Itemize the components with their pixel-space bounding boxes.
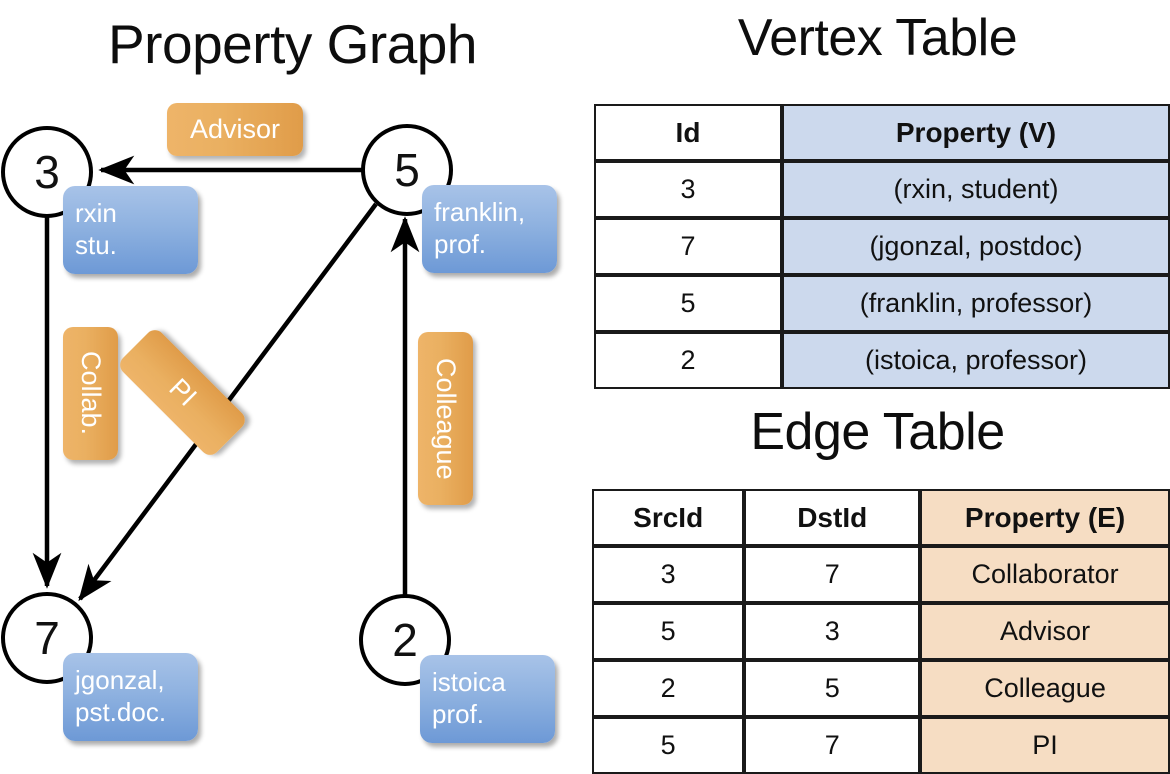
edge-header-srcid: SrcId xyxy=(592,489,745,546)
edge-cell-srcid: 5 xyxy=(592,603,745,660)
table-row: 2 (istoica, professor) xyxy=(594,332,1170,389)
edge-cell-dstid: 3 xyxy=(744,603,921,660)
node-property-box-2: istoica prof. xyxy=(420,655,555,743)
vertex-cell-property: (jgonzal, postdoc) xyxy=(782,218,1170,275)
vertex-cell-id: 2 xyxy=(594,332,782,389)
vertex-cell-property: (franklin, professor) xyxy=(782,275,1170,332)
edge-cell-srcid: 5 xyxy=(592,717,745,774)
node-property-box-7: jgonzal, pst.doc. xyxy=(63,653,198,741)
table-row: 3 (rxin, student) xyxy=(594,161,1170,218)
vertex-cell-property: (istoica, professor) xyxy=(782,332,1170,389)
edge-cell-srcid: 2 xyxy=(592,660,745,717)
edge-label-advisor: Advisor xyxy=(167,103,303,156)
node-property-line: prof. xyxy=(434,229,487,259)
edge-cell-dstid: 5 xyxy=(744,660,921,717)
vertex-cell-id: 5 xyxy=(594,275,782,332)
node-property-line: rxin xyxy=(75,198,117,229)
edge-cell-dstid: 7 xyxy=(744,717,921,774)
edge-cell-property: Collaborator xyxy=(920,546,1170,603)
page-title-property-graph: Property Graph xyxy=(107,13,478,75)
edge-cell-dstid: 7 xyxy=(744,546,921,603)
edge-header-dstid: DstId xyxy=(744,489,921,546)
section-title-vertex-table: Vertex Table xyxy=(737,9,1018,67)
table-row: 3 7 Collaborator xyxy=(592,546,1170,603)
table-header-row: SrcId DstId Property (E) xyxy=(592,489,1170,546)
edge-table: SrcId DstId Property (E) 3 7 Collaborato… xyxy=(592,489,1170,774)
graph-node-5[interactable]: 5 xyxy=(361,124,453,216)
vertex-table: Id Property (V) 3 (rxin, student) 7 (jgo… xyxy=(594,104,1170,389)
node-property-line: stu. xyxy=(75,230,117,260)
table-row: 5 7 PI xyxy=(592,717,1170,774)
node-property-line: istoica xyxy=(432,667,506,698)
vertex-cell-property: (rxin, student) xyxy=(782,161,1170,218)
node-property-box-3: rxin stu. xyxy=(63,186,198,274)
table-row: 5 3 Advisor xyxy=(592,603,1170,660)
table-row: 5 (franklin, professor) xyxy=(594,275,1170,332)
edge-cell-property: Advisor xyxy=(920,603,1170,660)
edge-label-collab: Collab. xyxy=(63,327,118,460)
node-property-box-5: franklin, prof. xyxy=(422,185,557,273)
section-title-edge-table: Edge Table xyxy=(750,403,1005,461)
property-graph-diagram: 3 5 7 2 rxin stu. franklin, prof. jgonza… xyxy=(0,0,585,760)
edge-header-property: Property (E) xyxy=(920,489,1170,546)
table-row: 7 (jgonzal, postdoc) xyxy=(594,218,1170,275)
vertex-cell-id: 3 xyxy=(594,161,782,218)
table-row: 2 5 Colleague xyxy=(592,660,1170,717)
node-property-line: pst.doc. xyxy=(75,697,167,727)
edge-cell-srcid: 3 xyxy=(592,546,745,603)
edge-cell-property: PI xyxy=(920,717,1170,774)
vertex-header-property: Property (V) xyxy=(782,104,1170,161)
node-property-line: prof. xyxy=(432,699,485,729)
vertex-cell-id: 7 xyxy=(594,218,782,275)
table-header-row: Id Property (V) xyxy=(594,104,1170,161)
node-property-line: jgonzal, xyxy=(75,665,165,696)
edge-label-colleague: Colleague xyxy=(418,332,473,505)
node-property-line: franklin, xyxy=(434,197,526,228)
edge-cell-property: Colleague xyxy=(920,660,1170,717)
vertex-header-id: Id xyxy=(594,104,782,161)
graph-node-2[interactable]: 2 xyxy=(359,594,451,686)
